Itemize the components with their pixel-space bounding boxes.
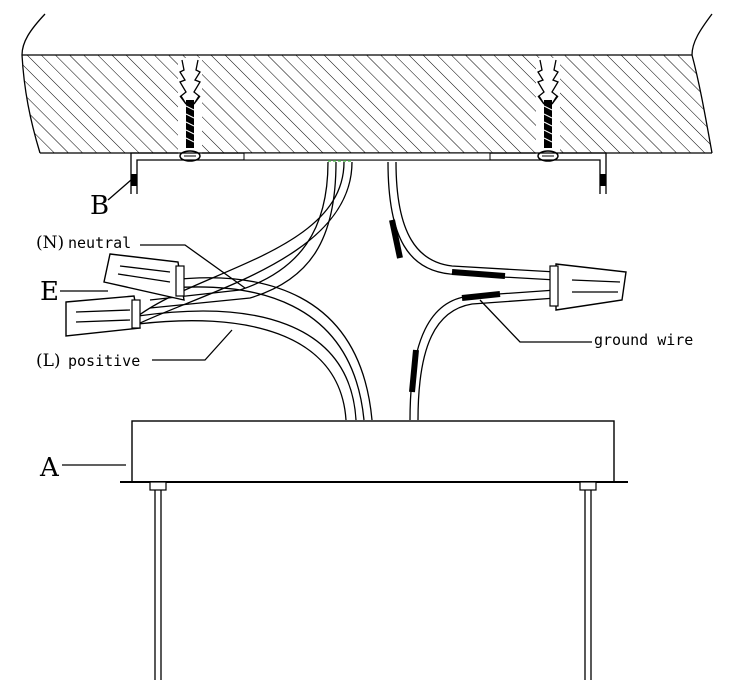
canopy-box [120, 420, 628, 491]
wire-nut-ground-icon [549, 263, 627, 311]
label-b: B [90, 191, 109, 221]
wire-bundle [137, 161, 557, 421]
wall-anchor-screw-right-icon [536, 58, 560, 162]
wire-nut-positive-icon [65, 295, 141, 337]
label-positive: positive [68, 352, 140, 370]
wall-anchor-screw-left-icon [178, 58, 202, 162]
label-e: E [40, 277, 59, 307]
suspension-cable-icon [154, 490, 592, 680]
label-positive-prefix: (L) [36, 351, 61, 371]
label-a: A [39, 453, 60, 483]
label-neutral: neutral [68, 234, 131, 252]
ceiling-slab [21, 13, 713, 154]
label-ground-wire: ground wire [594, 331, 693, 349]
label-neutral-prefix: (N) [36, 233, 64, 253]
mounting-bracket [130, 152, 607, 194]
leader-lines [60, 179, 592, 466]
wire-nut-neutral-icon [103, 253, 185, 301]
